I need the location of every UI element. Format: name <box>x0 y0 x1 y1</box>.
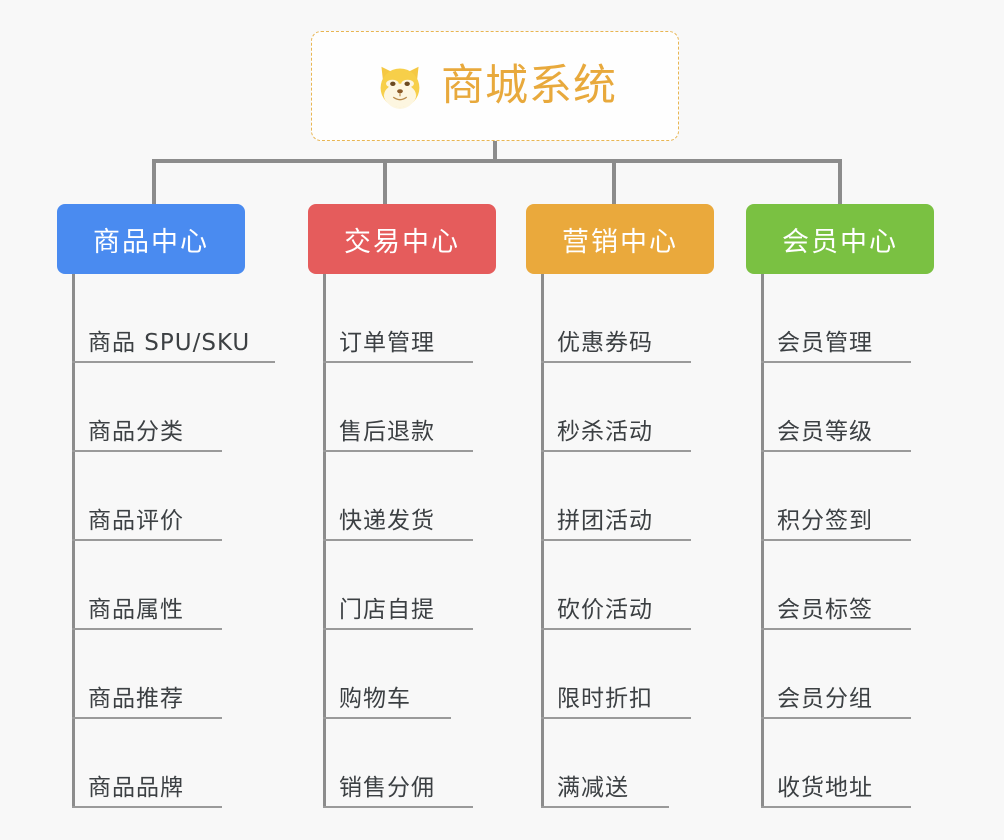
branch-header-2[interactable]: 交易中心 <box>308 204 496 274</box>
leaf-label: 会员等级 <box>777 419 873 445</box>
leaf-underline <box>72 539 222 541</box>
leaf-spine <box>72 274 75 808</box>
leaf-underline <box>323 361 473 363</box>
leaf-label: 销售分佣 <box>339 775 435 801</box>
leaf-label: 快递发货 <box>339 508 435 534</box>
connector-bus <box>152 159 842 163</box>
branch-header-label: 商品中心 <box>93 226 209 258</box>
leaf-underline <box>761 806 911 808</box>
leaf-underline <box>761 361 911 363</box>
leaf-underline <box>761 450 911 452</box>
leaf-underline <box>323 539 473 541</box>
branch-header-label: 营销中心 <box>562 226 678 258</box>
leaf-underline <box>541 628 691 630</box>
leaf-label: 会员标签 <box>777 597 873 623</box>
leaf-underline <box>761 539 911 541</box>
connector-trunk <box>493 141 497 162</box>
branch-header-4[interactable]: 会员中心 <box>746 204 934 274</box>
leaf-underline <box>541 717 691 719</box>
leaf-label: 满减送 <box>557 775 629 801</box>
leaf-underline <box>541 806 669 808</box>
leaf-underline <box>72 450 222 452</box>
leaf-label: 砍价活动 <box>557 597 653 623</box>
leaf-label: 购物车 <box>339 686 411 712</box>
leaf-underline <box>541 361 691 363</box>
leaf-underline <box>72 628 222 630</box>
leaf-label: 商品评价 <box>88 508 184 534</box>
connector-drop-3 <box>612 159 616 206</box>
leaf-underline <box>323 450 473 452</box>
leaf-underline <box>541 450 691 452</box>
leaf-underline <box>761 628 911 630</box>
leaf-label: 秒杀活动 <box>557 419 653 445</box>
leaf-label: 会员管理 <box>777 330 873 356</box>
leaf-underline <box>72 361 275 363</box>
leaf-spine <box>761 274 764 808</box>
connector-drop-4 <box>838 159 842 206</box>
root-title: 商城系统 <box>441 60 617 111</box>
leaf-label: 限时折扣 <box>557 686 653 712</box>
branch-header-3[interactable]: 营销中心 <box>526 204 714 274</box>
leaf-label: 收货地址 <box>777 775 873 801</box>
leaf-underline <box>323 806 473 808</box>
leaf-label: 积分签到 <box>777 508 873 534</box>
leaf-spine <box>541 274 544 808</box>
leaf-underline <box>323 628 473 630</box>
leaf-underline <box>541 539 691 541</box>
leaf-label: 商品属性 <box>88 597 184 623</box>
leaf-label: 会员分组 <box>777 686 873 712</box>
branch-header-1[interactable]: 商品中心 <box>57 204 245 274</box>
leaf-underline <box>72 806 222 808</box>
leaf-underline <box>72 717 222 719</box>
leaf-label: 商品推荐 <box>88 686 184 712</box>
leaf-label: 商品分类 <box>88 419 184 445</box>
leaf-label: 商品 SPU/SKU <box>88 330 251 356</box>
branch-header-label: 交易中心 <box>344 226 460 258</box>
leaf-underline <box>323 717 451 719</box>
branch-header-label: 会员中心 <box>782 226 898 258</box>
connector-drop-1 <box>152 159 156 206</box>
leaf-label: 订单管理 <box>339 330 435 356</box>
shiba-inu-icon <box>373 60 427 114</box>
leaf-underline <box>761 717 911 719</box>
leaf-label: 售后退款 <box>339 419 435 445</box>
leaf-label: 拼团活动 <box>557 508 653 534</box>
root-node[interactable]: 商城系统 <box>311 31 679 141</box>
connector-drop-2 <box>383 159 387 206</box>
leaf-label: 门店自提 <box>339 597 435 623</box>
leaf-label: 优惠券码 <box>557 330 653 356</box>
leaf-spine <box>323 274 326 808</box>
leaf-label: 商品品牌 <box>88 775 184 801</box>
